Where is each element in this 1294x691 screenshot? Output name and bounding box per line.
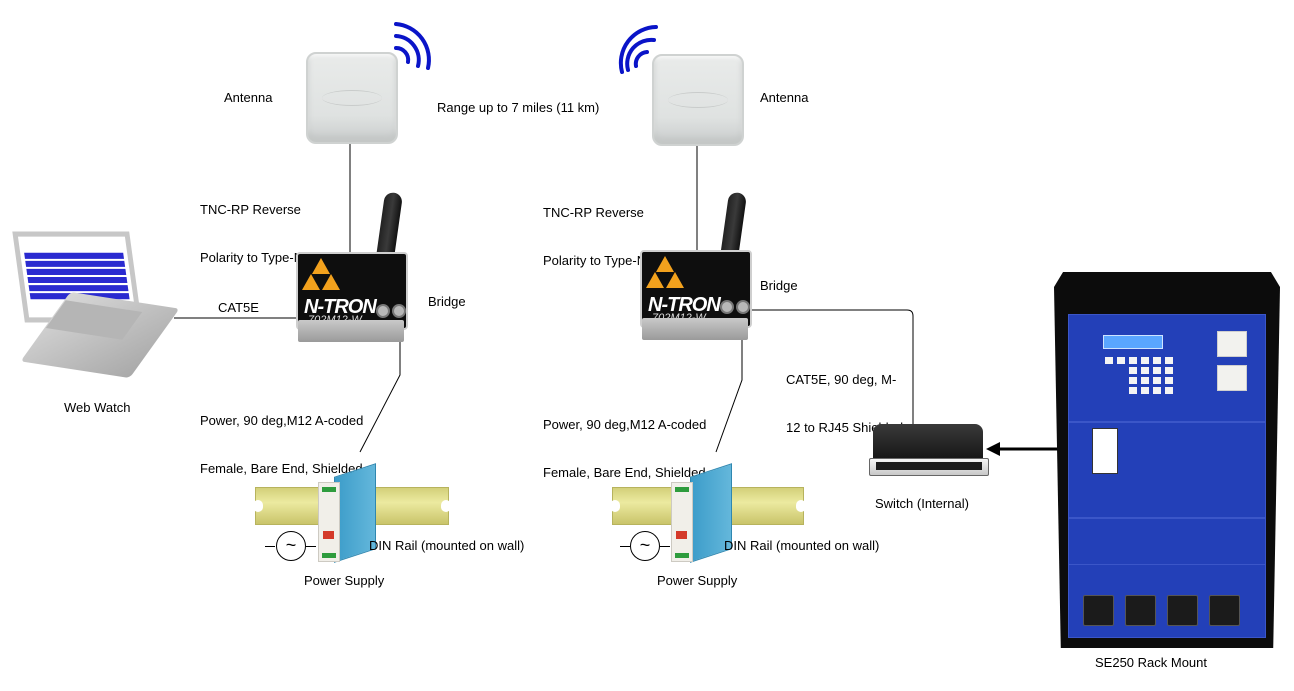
power-cable-label-right: Power, 90 deg,M12 A-coded Female, Bare E…: [543, 385, 706, 497]
bridge-mount-plate: [642, 318, 748, 340]
network-switch: [869, 424, 989, 482]
bridge-body: N-TRON 702M12-W: [640, 250, 752, 328]
antenna-right: [652, 54, 744, 146]
lcd-display: [1103, 335, 1163, 349]
antenna-cable-line1: TNC-RP Reverse: [543, 205, 644, 220]
switch-top: [873, 424, 983, 460]
power-cable-line2: Female, Bare End, Shielded: [543, 465, 706, 480]
bridge-body: N-TRON 702M12-W: [296, 252, 408, 330]
internal-switch-box: [1092, 428, 1118, 474]
power-cable-line1: Power, 90 deg,M12 A-coded: [200, 413, 364, 428]
wireless-signal-icon-right: [618, 25, 658, 74]
cat5e-m12-line1: CAT5E, 90 deg, M-: [786, 372, 897, 387]
rail-slot: [441, 500, 451, 512]
fan-icon: [1209, 595, 1240, 626]
rack-label: SE250 Rack Mount: [1095, 655, 1208, 670]
bridge-label-left: Bridge: [428, 294, 466, 309]
din-rail-label-right: DIN Rail (mounted on wall): [724, 538, 880, 553]
antenna-label-left: Antenna: [224, 90, 273, 105]
antenna-lens: [322, 90, 382, 106]
antenna-cable-line1: TNC-RP Reverse: [200, 202, 301, 217]
m12-port-icon: [392, 304, 406, 318]
warning-icon: [322, 274, 340, 290]
bridge-mount-plate: [298, 320, 404, 342]
bridge-left: N-TRON 702M12-W: [296, 191, 408, 342]
bridge-brand: N-TRON: [648, 294, 721, 316]
din-rail-label-left: DIN Rail (mounted on wall): [369, 538, 525, 553]
arrow-head-icon: [986, 442, 1000, 456]
wireless-signal-icon-left: [394, 22, 431, 70]
antenna-lens: [668, 92, 728, 108]
power-cable-line1: Power, 90 deg,M12 A-coded: [543, 417, 707, 432]
warning-icon: [646, 272, 664, 288]
ac-source-icon: ~: [630, 531, 660, 561]
bridge-label-right: Bridge: [760, 278, 798, 293]
power-supply-label-right: Power Supply: [657, 573, 738, 588]
warning-icon: [302, 274, 320, 290]
cat5e-label: CAT5E: [218, 300, 259, 315]
switch-front: [869, 458, 989, 476]
rack-control-panel: [1068, 314, 1266, 422]
m12-port-icon: [376, 304, 390, 318]
fan-icon: [1167, 595, 1198, 626]
power-cable-right: [715, 330, 743, 453]
warning-icon: [656, 256, 674, 272]
ac-line: [306, 546, 316, 547]
power-cable-label-left: Power, 90 deg,M12 A-coded Female, Bare E…: [200, 381, 363, 493]
se250-rack: [1054, 272, 1280, 648]
m12-port-icon: [720, 300, 734, 314]
ac-source-icon: ~: [276, 531, 306, 561]
rack-fan-panel: [1068, 564, 1266, 638]
bridge-right: N-TRON 702M12-W: [640, 191, 752, 340]
switch-label: Switch (Internal): [875, 496, 969, 511]
rail-slot: [796, 500, 806, 512]
analog-meter-icon: [1217, 365, 1247, 391]
ac-line: [660, 546, 670, 547]
web-watch-label: Web Watch: [64, 400, 131, 415]
power-cable-line2: Female, Bare End, Shielded: [200, 461, 363, 476]
rail-slot: [253, 500, 263, 512]
antenna-label-right: Antenna: [760, 90, 809, 105]
warning-icon: [666, 272, 684, 288]
antenna-left: [306, 52, 398, 144]
warning-icon: [312, 258, 330, 274]
power-supply-label-left: Power Supply: [304, 573, 385, 588]
ac-line: [265, 546, 275, 547]
bridge-brand: N-TRON: [304, 296, 377, 318]
analog-meter-icon: [1217, 331, 1247, 357]
fan-icon: [1083, 595, 1114, 626]
rail-slot: [610, 500, 620, 512]
power-supply-front: [671, 482, 693, 562]
range-label: Range up to 7 miles (11 km): [437, 100, 600, 115]
ac-line: [620, 546, 630, 547]
fan-icon: [1125, 595, 1156, 626]
power-cable-left: [359, 330, 401, 453]
power-supply-front: [318, 482, 340, 562]
m12-port-icon: [736, 300, 750, 314]
cat5e-m12-cable: [745, 309, 914, 450]
